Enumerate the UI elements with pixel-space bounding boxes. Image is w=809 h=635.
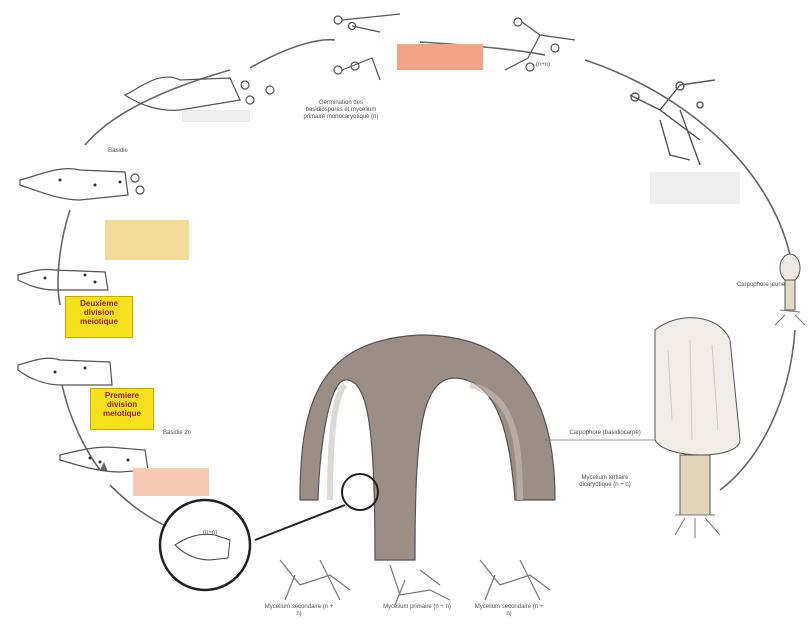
blank-label-left-lower [133, 468, 209, 496]
zoom-connector [255, 505, 345, 540]
blank-label-top-left [182, 110, 250, 122]
zoom-region-marker [342, 474, 378, 510]
cycle-arc-top-left [85, 70, 230, 145]
blank-label-left-upper [105, 220, 189, 260]
ploidy-top-label: (n+n) [528, 62, 558, 69]
secondary-mycelium-right-label: Mycelium secondaire (n + n) [472, 604, 546, 618]
primary-mycelium-label: Mycelium primaire (n + n) [380, 604, 454, 611]
young-carpophore-icon [775, 254, 805, 325]
circle-ploidy-label: (n+n) [195, 530, 225, 537]
carpophore-label: Carpophore (basidiocarpe) [565, 430, 645, 437]
cycle-arc-top [250, 40, 335, 68]
first-meiotic-division-label: Premiere division meiotique [90, 388, 154, 430]
basidiospores-germination-label: Germination des basidiospores et myceliu… [300, 100, 382, 121]
cycle-arc-left [58, 210, 70, 305]
mature-carpophore-icon [655, 318, 740, 538]
zoom-circle [160, 500, 250, 590]
young-carpophore-label: Carpophore jeune [735, 282, 787, 289]
primary-mycelium-icon [630, 80, 715, 165]
tertiary-mycelium-label: Mycelium tertiaire dicaryotique (n + n) [565, 475, 645, 489]
secondary-mycelium-left-label: Mycelium secondaire (n + n) [262, 604, 336, 618]
mycelium-network-icon [280, 560, 550, 605]
basidie-top-label: Basidie [98, 148, 138, 155]
basidie-2n-label: Basidie 2n [160, 430, 194, 437]
blank-label-right [650, 172, 740, 204]
cycle-arc-right [585, 60, 790, 255]
second-meiotic-division-label: Deuxieme division meiotique [65, 296, 133, 338]
fruiting-body-section [300, 335, 555, 560]
blank-label-top-center [397, 44, 483, 70]
